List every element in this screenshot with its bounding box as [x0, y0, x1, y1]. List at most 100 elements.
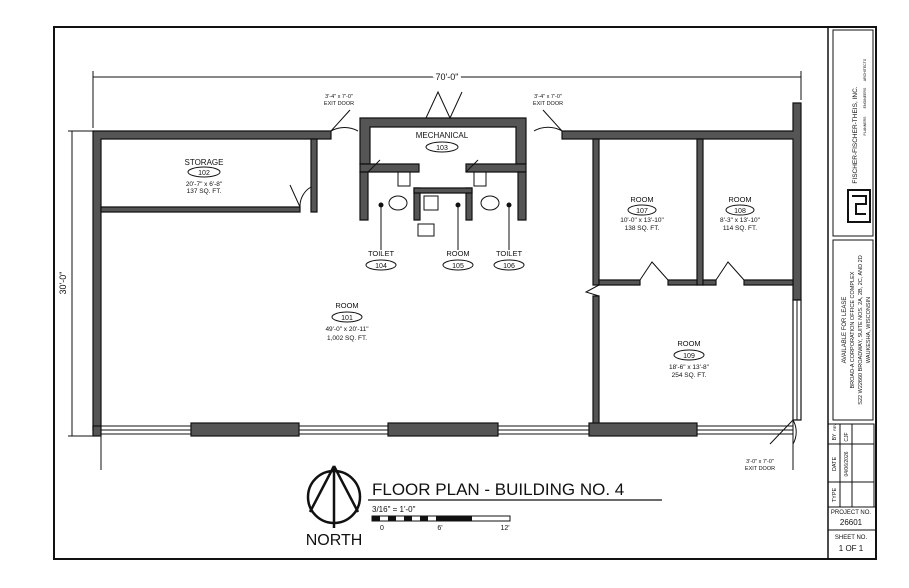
- project-box: [832, 239, 874, 421]
- title-block: FISCHER-FISCHER-THEIS, INC. ARCHITECTS E…: [827, 29, 876, 553]
- grab-bar-105: [455, 202, 461, 208]
- project-line-3: S22 W22660 BROADWAY, SUITE NOS. 2A, 2B, …: [858, 255, 864, 404]
- toilet-104-tank: [397, 171, 411, 187]
- grab-bar-104: [378, 202, 384, 208]
- room108-door: [715, 261, 745, 281]
- toilet-104-bowl-icon: [388, 195, 408, 211]
- wall-toilet-hall: [413, 187, 473, 194]
- storage-name: STORAGE: [185, 158, 224, 167]
- project-no-value: 26601: [840, 518, 863, 527]
- exit-door-bottom-swing: [769, 419, 797, 445]
- toilet-106-bowl-icon: [480, 195, 500, 211]
- wall-108-s2: [743, 279, 794, 286]
- date-label: DATE: [832, 457, 838, 472]
- north-label: NORTH: [306, 532, 363, 549]
- room109-number: 109: [683, 353, 695, 360]
- south-pier-1: [190, 422, 300, 437]
- wall-109-w: [592, 295, 600, 431]
- plumbing-fixtures: [378, 171, 512, 250]
- room105-number: 105: [452, 263, 464, 270]
- room101-dims: 49'-0" x 20'-11": [325, 326, 369, 333]
- storage-area: 137 SQ. FT.: [187, 188, 222, 195]
- wall-toilet-e: [517, 171, 527, 221]
- scale-tick-12: 12': [500, 525, 509, 532]
- toilet106-name: TOILET: [496, 249, 523, 258]
- exterior-walls: [92, 102, 802, 431]
- firm-line-3: PLANNERS: [863, 116, 867, 136]
- scale-seg-4: [420, 516, 428, 521]
- rev-label: REV: [833, 423, 837, 431]
- room105-tag-oval: [442, 259, 474, 271]
- type-label: TYPE: [832, 487, 838, 502]
- project-line-4: WAUKESHA, WISCONSIN: [866, 297, 872, 363]
- room107-area: 138 SQ. FT.: [625, 225, 660, 232]
- room107-number: 107: [636, 208, 648, 215]
- storage-dims: 20'-7" x 6'-8": [186, 181, 223, 188]
- room108-number: 108: [734, 208, 746, 215]
- exit-door-right-size: 3'-4" x 7'-0": [534, 94, 562, 100]
- room101-name: ROOM: [335, 301, 358, 310]
- south-wall: [92, 422, 794, 437]
- mechanical-number: 103: [436, 145, 448, 152]
- floor-sink-icon: [417, 223, 435, 237]
- room101-tag-oval: [331, 311, 363, 323]
- room105-name: ROOM: [446, 249, 469, 258]
- storage-tag-oval: [187, 166, 221, 178]
- storage-door-swing: [289, 184, 312, 208]
- room108-tag-oval: [725, 204, 755, 216]
- firm-line-2: ENGINEERS: [863, 87, 867, 108]
- toilet104-name: TOILET: [368, 249, 395, 258]
- drawing-title: FLOOR PLAN - BUILDING NO. 4: [372, 480, 624, 499]
- dimension-lines: 70'-0" 30'-0": [58, 69, 802, 437]
- room108-name: ROOM: [728, 195, 751, 204]
- wall-mech-se: [465, 163, 527, 173]
- project-no-label: PROJECT NO.: [831, 510, 872, 516]
- firm-name: FISCHER-FISCHER-THEIS, INC.: [852, 86, 859, 183]
- room107-door: [639, 261, 669, 281]
- mechanical-tag-oval: [425, 141, 459, 153]
- room109-dims: 18'-6" x 13'-8": [669, 364, 710, 371]
- date-value: 04/06/2026: [844, 451, 850, 476]
- scale-tick-0: 0: [380, 525, 384, 532]
- room108-area: 114 SQ. FT.: [723, 225, 757, 232]
- wall-108-s1: [702, 279, 717, 286]
- overall-width-dim: 70'-0": [436, 72, 459, 82]
- wall-107-s1: [598, 279, 641, 286]
- mech-double-door: [425, 90, 463, 120]
- north-arrow: NORTH: [306, 465, 363, 549]
- storage-number: 102: [198, 170, 210, 177]
- logo-mark: [852, 195, 867, 215]
- by-label: BY: [832, 433, 838, 440]
- wall-107-108: [696, 138, 704, 286]
- wall-toilet-w: [359, 171, 369, 221]
- room109-area: 254 SQ. FT.: [672, 372, 707, 379]
- scale-seg-2: [388, 516, 396, 521]
- overall-depth-dim: 30'-0": [58, 272, 68, 295]
- wall-107-w: [592, 138, 600, 286]
- room107-tag-oval: [627, 204, 657, 216]
- wall-mech-sw: [359, 163, 420, 173]
- door-labels: 3'-4" x 7'-0" EXIT DOOR 3'-4" x 7'-0" EX…: [324, 94, 775, 472]
- south-pier-3: [588, 422, 698, 437]
- south-pier-corner: [92, 425, 102, 437]
- exit-door-bottom-size: 3'-0" x 7'-0": [746, 459, 774, 465]
- north-arrow-icon: [308, 465, 360, 528]
- room-tags: STORAGE 102 20'-7" x 6'-8" 137 SQ. FT. M…: [185, 131, 761, 379]
- exit-door-left-swing: [330, 109, 359, 132]
- scale-note: 3/16" = 1'-0": [372, 505, 416, 514]
- wall-storage-e: [310, 138, 318, 213]
- mechanical-name: MECHANICAL: [416, 131, 469, 140]
- room107-name: ROOM: [630, 195, 653, 204]
- by-value: CJF: [844, 432, 850, 441]
- project-line-2: BROAD-A CORPORATION OFFICE COMPLEX: [850, 271, 856, 388]
- exit-door-left-size: 3'-4" x 7'-0": [325, 94, 353, 100]
- firm-logo-icon: [847, 189, 871, 223]
- wall-107-s2: [667, 279, 698, 286]
- firm-line-1: ARCHITECTS: [863, 58, 867, 81]
- room109-tag-oval: [673, 349, 705, 361]
- exit-door-bottom-label: EXIT DOOR: [745, 466, 775, 472]
- sheet-no-value: 1 OF 1: [839, 544, 864, 553]
- toilet106-number: 106: [503, 263, 515, 270]
- toilet-106-tank: [473, 171, 487, 187]
